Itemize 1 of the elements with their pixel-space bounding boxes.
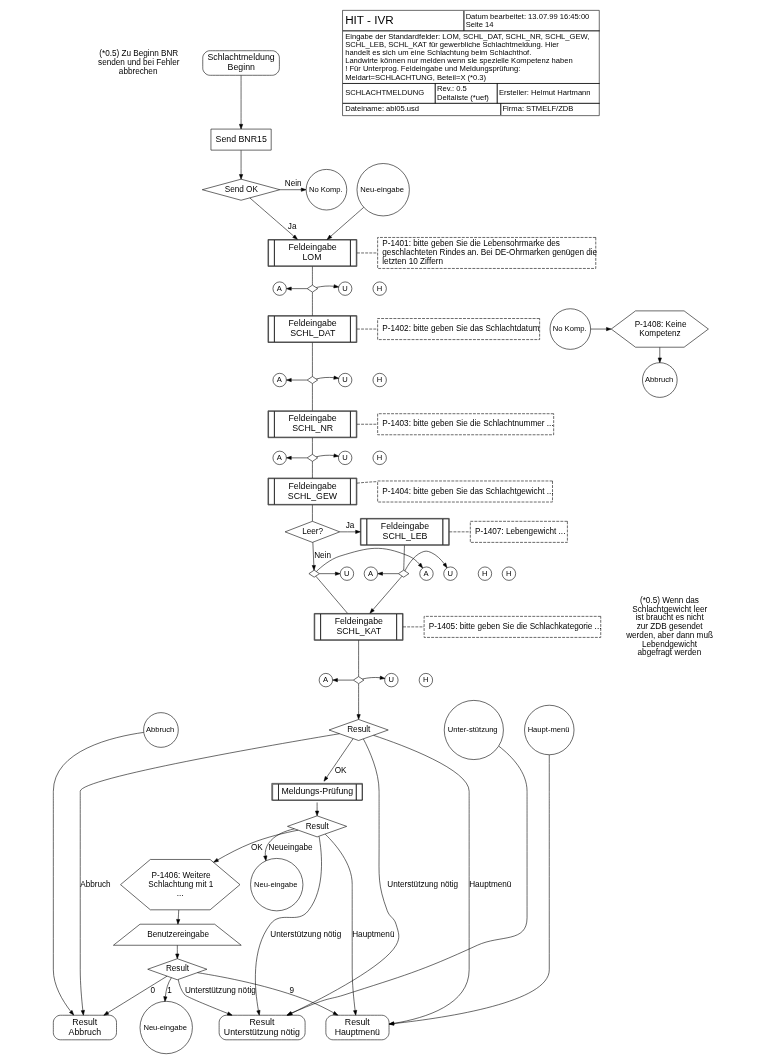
label: HIT - IVR bbox=[345, 12, 394, 26]
